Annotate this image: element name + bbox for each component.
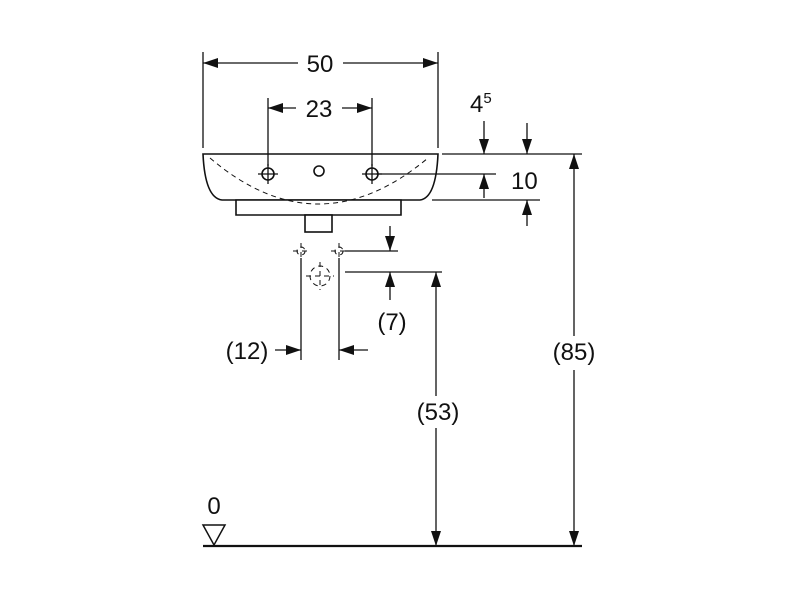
floor-level-label: 0 <box>207 493 220 520</box>
dim-trap-offset <box>345 226 442 300</box>
basin-body <box>202 153 439 201</box>
dim-rim-offset <box>479 121 489 198</box>
dim-waste-height-label: (53) <box>417 399 460 426</box>
basin-underside <box>235 199 402 216</box>
dim-tap-spacing-label: 23 <box>306 96 333 123</box>
dim-trap-offset-label: (7) <box>377 309 406 336</box>
dim-tap-spacing <box>267 98 373 166</box>
dim-trap-spacing <box>275 258 368 360</box>
waste-trap-symbol <box>306 262 334 290</box>
supply-connection-left <box>293 243 309 259</box>
dim-rim-thickness <box>522 123 532 226</box>
dim-basin-width <box>202 52 439 148</box>
tap-hole-left <box>258 164 278 184</box>
waste-outlet <box>304 214 333 233</box>
bowl-hidden-line <box>209 157 429 205</box>
dim-trap-spacing-label: (12) <box>226 338 269 365</box>
dim-rim-offset-label: 45 <box>470 90 492 118</box>
dim-waste-height <box>431 272 441 546</box>
floor-level-symbol <box>201 524 227 547</box>
overflow-hole <box>313 165 325 177</box>
dim-basin-width-label: 50 <box>307 51 334 78</box>
dim-rim-thickness-label: 10 <box>511 168 538 195</box>
dim-rim-height <box>569 154 579 546</box>
washbasin-outline <box>202 153 439 233</box>
supply-connection-right <box>331 243 347 259</box>
dim-rim-height-label: (85) <box>553 339 596 366</box>
